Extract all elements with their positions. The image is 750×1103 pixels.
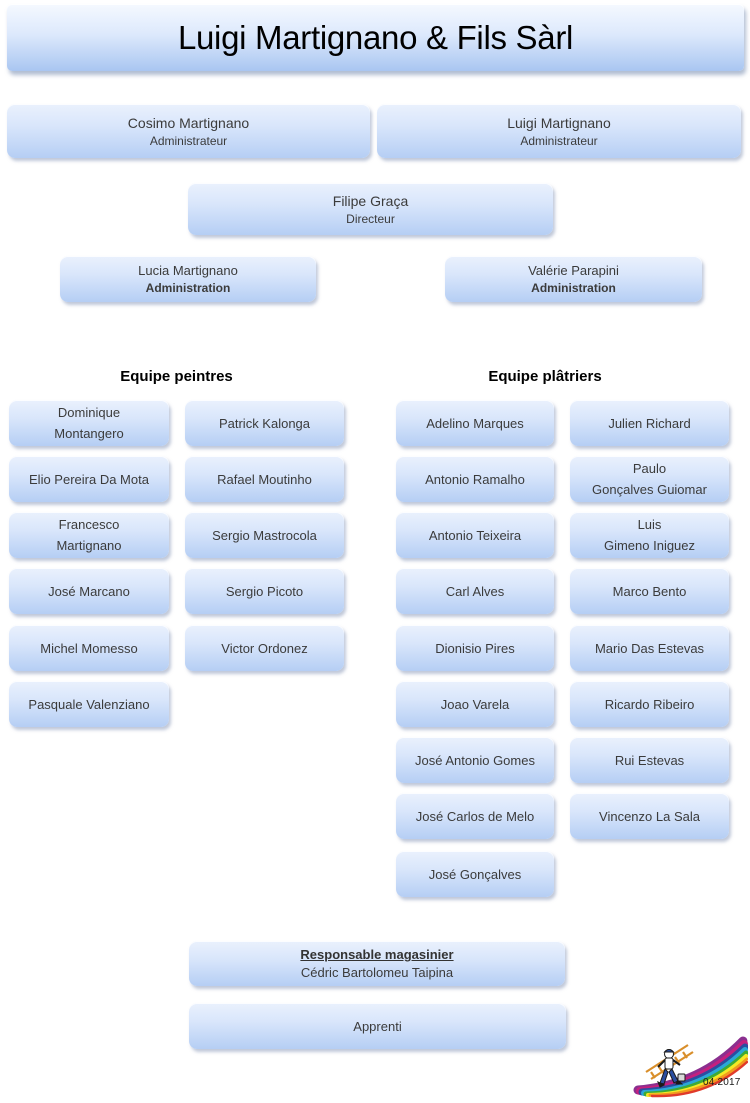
director-box: Filipe Graça Directeur bbox=[188, 183, 553, 235]
member-box: Carl Alves bbox=[396, 568, 554, 614]
member-box: Dominique Montangero bbox=[9, 400, 169, 446]
person-name: Lucia Martignano bbox=[138, 263, 238, 278]
member-box: Michel Momesso bbox=[9, 625, 169, 671]
member-box: José Gonçalves bbox=[396, 851, 554, 897]
member-box: José Antonio Gomes bbox=[396, 737, 554, 783]
member-box: Julien Richard bbox=[570, 400, 729, 446]
member-box: Patrick Kalonga bbox=[185, 400, 344, 446]
magasinier-box: Responsable magasinier Cédric Bartolomeu… bbox=[189, 941, 565, 986]
magasinier-name: Cédric Bartolomeu Taipina bbox=[300, 965, 454, 980]
apprenti-box: Apprenti bbox=[189, 1003, 566, 1049]
person-role: Administrateur bbox=[149, 133, 228, 148]
member-box: Adelino Marques bbox=[396, 400, 554, 446]
member-box: Antonio Teixeira bbox=[396, 512, 554, 558]
person-name: Valérie Parapini bbox=[528, 263, 619, 278]
team-header-platriers: Equipe plâtriers bbox=[488, 368, 602, 385]
person-role: Administrateur bbox=[520, 133, 598, 148]
administration-box-lucia: Lucia Martignano Administration bbox=[60, 256, 316, 302]
team-header-peintres: Equipe peintres bbox=[120, 368, 233, 385]
company-title-box: Luigi Martignano & Fils Sàrl bbox=[7, 4, 744, 71]
footer-date: 04.2017 bbox=[703, 1077, 741, 1088]
magasinier-title: Responsable magasinier bbox=[300, 947, 454, 962]
member-box: Victor Ordonez bbox=[185, 625, 344, 671]
member-box: Luis Gimeno Iniguez bbox=[570, 512, 729, 558]
member-box: Rafael Moutinho bbox=[185, 456, 344, 502]
person-role: Administration bbox=[145, 281, 231, 295]
person-name: Luigi Martignano bbox=[507, 114, 611, 131]
person-name: Cosimo Martignano bbox=[127, 114, 250, 131]
member-box: Mario Das Estevas bbox=[570, 625, 729, 671]
person-role: Administration bbox=[531, 281, 616, 295]
member-box: José Carlos de Melo bbox=[396, 793, 554, 839]
member-box: Elio Pereira Da Mota bbox=[9, 456, 169, 502]
member-box: Vincenzo La Sala bbox=[570, 793, 729, 839]
member-box: Joao Varela bbox=[396, 681, 554, 727]
member-box: Paulo Gonçalves Guiomar bbox=[570, 456, 729, 502]
member-box: Sergio Picoto bbox=[185, 568, 344, 614]
admin-box-cosimo: Cosimo Martignano Administrateur bbox=[7, 104, 370, 158]
member-box: Rui Estevas bbox=[570, 737, 729, 783]
person-name: Filipe Graça bbox=[332, 192, 409, 209]
member-box: Ricardo Ribeiro bbox=[570, 681, 729, 727]
member-box: Pasquale Valenziano bbox=[9, 681, 169, 727]
member-box: José Marcano bbox=[9, 568, 169, 614]
member-box: Sergio Mastrocola bbox=[185, 512, 344, 558]
member-box: Dionisio Pires bbox=[396, 625, 554, 671]
company-title: Luigi Martignano & Fils Sàrl bbox=[177, 18, 574, 56]
member-box: Antonio Ramalho bbox=[396, 456, 554, 502]
member-box: Francesco Martignano bbox=[9, 512, 169, 558]
person-role: Directeur bbox=[346, 211, 395, 226]
admin-box-luigi: Luigi Martignano Administrateur bbox=[377, 104, 741, 158]
member-box: Marco Bento bbox=[570, 568, 729, 614]
administration-box-valerie: Valérie Parapini Administration bbox=[445, 256, 702, 302]
painter-rainbow-logo-icon bbox=[633, 1036, 748, 1098]
